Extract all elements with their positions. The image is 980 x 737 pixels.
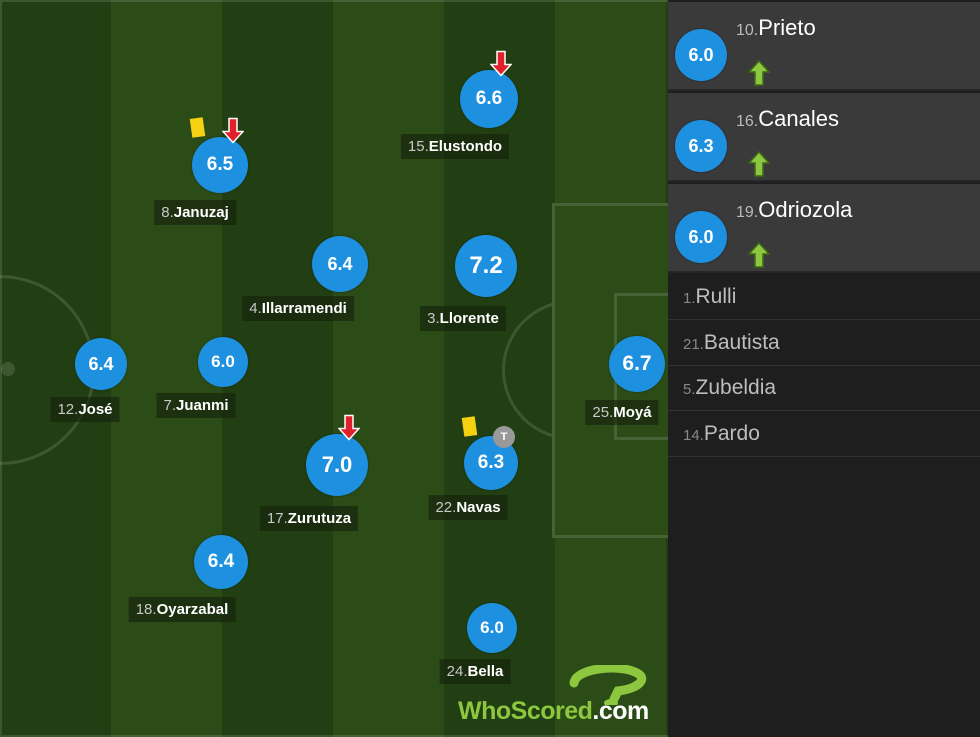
center-spot (1, 362, 15, 376)
sub-name-text: Prieto (758, 15, 816, 40)
yellow-card-icon (461, 416, 478, 437)
player-name: José (78, 401, 113, 418)
sub-on-row-prieto[interactable]: 6.0 10.Prieto (668, 2, 980, 91)
arrow-down-icon (337, 414, 361, 441)
arrow-up-icon (747, 59, 771, 86)
sub-on-marker (747, 59, 771, 91)
arrow-down-icon (489, 50, 513, 77)
player-number: 22. (435, 499, 457, 516)
bench-label: 1.Rulli (683, 285, 736, 309)
bench-label: 14.Pardo (683, 422, 760, 446)
player-rating: 6.0 (467, 603, 517, 653)
player-number: 8. (161, 204, 174, 221)
substitutes-panel: 6.0 10.Prieto 6.3 16.Canales 6.0 19.Odriozola… (668, 0, 980, 737)
player-rating: 7.0 (306, 434, 368, 496)
sub-off-marker (221, 117, 245, 149)
logo-suffix: .com (592, 697, 649, 725)
sub-name-text: Canales (758, 106, 839, 131)
player-number: 7. (163, 397, 176, 414)
player-number: 12. (57, 401, 79, 418)
player-number: 15. (407, 138, 429, 155)
bench-number: 1. (683, 290, 696, 307)
arrow-down-icon (221, 117, 245, 144)
player-rating: 6.0 (198, 337, 248, 387)
arrow-up-icon (747, 241, 771, 268)
arrow-up-icon (747, 150, 771, 177)
player-label: 15.Elustondo (400, 134, 510, 159)
sub-on-marker (747, 241, 771, 273)
player-name: Juanmi (176, 397, 229, 414)
bench-number: 14. (683, 426, 704, 444)
player-name: Elustondo (428, 138, 503, 155)
player-label: 4.Illarramendi (242, 296, 354, 321)
player-label: 7.Juanmi (156, 393, 236, 418)
player-label: 12.José (50, 397, 120, 422)
player-number: 18. (135, 601, 157, 618)
player-name: Oyarzabal (156, 601, 229, 618)
player-name: Bella (467, 663, 504, 680)
player-name: Moyá (613, 404, 652, 421)
sub-number: 19. (736, 204, 759, 221)
player-number: 4. (249, 300, 262, 317)
bench-row-pardo[interactable]: 14.Pardo (668, 412, 980, 457)
sub-on-marker (747, 150, 771, 182)
player-label: 24.Bella (439, 659, 511, 684)
player-rating: 6.7 (609, 336, 665, 392)
player-name: Navas (456, 499, 501, 516)
player-name: Zurutuza (287, 510, 352, 527)
bench-name: Bautista (703, 330, 780, 354)
player-rating: 6.5 (192, 137, 248, 193)
player-label: 17.Zurutuza (259, 506, 359, 531)
player-name: Januzaj (173, 204, 229, 221)
player-rating: 6.4 (312, 236, 368, 292)
player-number: 24. (446, 663, 468, 680)
sub-name: 19.Odriozola (736, 197, 852, 223)
bench-row-bautista[interactable]: 21.Bautista (668, 321, 980, 366)
bench-number: 5. (683, 381, 696, 398)
bench-row-zubeldia[interactable]: 5.Zubeldia (668, 366, 980, 411)
bench-name: Zubeldia (695, 376, 777, 399)
bench-label: 21.Bautista (683, 331, 780, 355)
player-name: Llorente (439, 310, 499, 327)
logo-text: WhoScored.com (458, 697, 649, 726)
bench-name: Pardo (703, 421, 760, 445)
bench-label: 5.Zubeldia (683, 376, 776, 400)
player-label: 3.Llorente (420, 306, 506, 331)
player-label: 22.Navas (428, 495, 508, 520)
player-number: 17. (266, 510, 288, 527)
sub-name-text: Odriozola (758, 197, 853, 222)
player-number: 25. (592, 404, 614, 421)
yellow-card-icon (189, 117, 206, 138)
sub-rating: 6.3 (675, 120, 727, 172)
sub-off-marker (337, 414, 361, 446)
bench-name: Rulli (695, 285, 737, 308)
sub-number: 16. (736, 113, 759, 130)
logo-brand: WhoScored (458, 697, 593, 725)
player-rating: 6.4 (75, 338, 127, 390)
sub-name: 16.Canales (736, 106, 839, 132)
bench-row-rulli[interactable]: 1.Rulli (668, 275, 980, 320)
outer-border (0, 0, 668, 737)
bench-number: 21. (683, 335, 704, 353)
sub-number: 10. (736, 22, 759, 39)
player-name: Illarramendi (261, 300, 347, 317)
player-rating: 6.6 (460, 70, 518, 128)
player-rating: 7.2 (455, 235, 517, 297)
player-label: 25.Moyá (585, 400, 659, 425)
sub-rating: 6.0 (675, 211, 727, 263)
player-label: 8.Januzaj (154, 200, 236, 225)
question-mark-logo-icon (569, 665, 647, 705)
player-number: 3. (427, 310, 440, 327)
pitch (0, 0, 668, 737)
sub-off-marker (489, 50, 513, 82)
player-rating: 6.4 (194, 535, 248, 589)
sub-on-row-canales[interactable]: 6.3 16.Canales (668, 93, 980, 182)
sub-on-row-odriozola[interactable]: 6.0 19.Odriozola (668, 184, 980, 273)
sub-rating: 6.0 (675, 29, 727, 81)
captain-badge-icon: T (493, 426, 515, 448)
sub-name: 10.Prieto (736, 15, 816, 41)
player-label: 18.Oyarzabal (128, 597, 236, 622)
